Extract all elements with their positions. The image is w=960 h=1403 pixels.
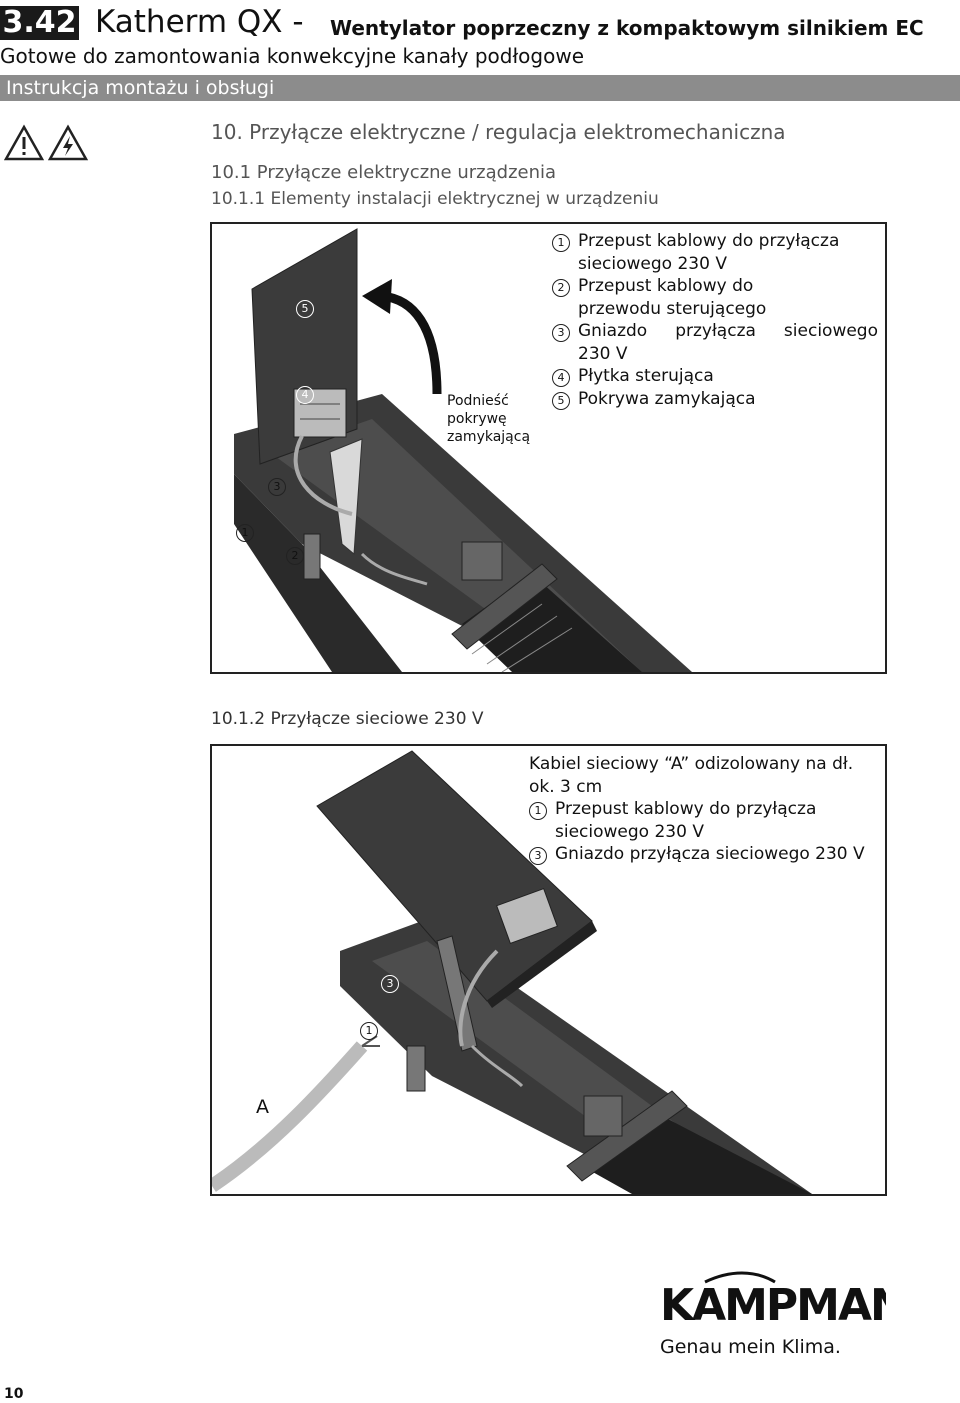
product-description: Wentylator poprzeczny z kompaktowym siln… [330, 16, 924, 40]
logo-slogan: Genau mein Klima. [660, 1336, 841, 1358]
page-number: 10 [4, 1386, 24, 1402]
warning-icons [4, 124, 89, 161]
convector-illustration-1 [234, 228, 692, 672]
product-name-text: Katherm QX - [95, 4, 304, 40]
fig1-label-4: 4 [296, 386, 314, 404]
lift-cover-callout: Podnieść pokrywę zamykającą [447, 392, 530, 446]
legend-text-cont: sieciowego 230 V [578, 253, 727, 274]
legend-text-cont: przewodu sterującego [578, 298, 767, 319]
callout-line-3: zamykającą [447, 429, 531, 445]
product-name: Katherm QX - [95, 4, 304, 40]
fig2-label-1: 1 [360, 1022, 378, 1040]
fig2-note: Kabiel sieciowy “A” odizolowany na dł. [529, 754, 854, 774]
kampmann-logo-mark: KAMPMANN [660, 1271, 942, 1331]
subsection-heading: 10.1 Przyłącze elektryczne urządzenia [211, 162, 557, 183]
kampmann-logo: KAMPMANN Genau mein Klima. [660, 1268, 942, 1358]
legend-item: 4 Płytka sterująca [552, 365, 878, 388]
fig2-label-3: 3 [381, 975, 399, 993]
legend-number: 1 [529, 802, 547, 820]
fig1-label-1: 1 [236, 524, 254, 542]
legend-number: 1 [552, 234, 570, 252]
fig1-label-3: 3 [268, 478, 286, 496]
legend-text: Przepust kablowy do przyłącza [578, 231, 840, 251]
document-type-band: Instrukcja montażu i obsługi [0, 75, 960, 101]
legend-item: 5 Pokrywa zamykająca [552, 388, 878, 411]
legend-text: Pokrywa zamykająca [578, 388, 756, 409]
legend-text: Płytka sterująca [578, 366, 714, 386]
legend-text-cont: 230 V [578, 343, 628, 364]
callout-line-2: pokrywę [447, 411, 507, 427]
legend-number: 3 [552, 324, 570, 342]
legend-number: 5 [552, 391, 570, 410]
legend-text: Gniazdo przyłącza sieciowego [578, 321, 878, 341]
legend-text: Gniazdo przyłącza sieciowego 230 V [555, 844, 865, 864]
warning-icon [4, 124, 45, 161]
legend-number: 4 [552, 369, 570, 387]
callout-line-1: Podnieść [447, 393, 509, 409]
fig2-note-cont: ok. 3 cm [529, 776, 603, 797]
subsubsection-heading-2: 10.1.2 Przyłącze sieciowe 230 V [211, 709, 484, 729]
subsubsection-heading: 10.1.1 Elementy instalacji elektrycznej … [211, 189, 659, 209]
legend-number: 2 [552, 279, 570, 297]
fig2-label-a: A [256, 1096, 269, 1118]
fig1-label-5: 5 [296, 300, 314, 318]
legend-text: Przepust kablowy do przyłącza [555, 799, 817, 819]
fig1-label-2: 2 [286, 547, 304, 565]
legend-text-cont: sieciowego 230 V [555, 821, 704, 842]
convector-illustration-2 [212, 750, 812, 1194]
figure-mains-connection [210, 744, 887, 1196]
section-heading: 10. Przyłącze elektryczne / regulacja el… [211, 120, 786, 144]
document-subtitle: Gotowe do zamontowania konwekcyjne kanał… [0, 44, 584, 68]
legend-number: 3 [529, 847, 547, 865]
figure-electrical-elements [210, 222, 887, 674]
logo-wordmark: KAMPMANN [660, 1280, 886, 1330]
fig2-legend: Kabiel sieciowy “A” odizolowany na dł. o… [529, 753, 881, 866]
electric-hazard-icon [47, 124, 89, 161]
legend-text: Przepust kablowy do [578, 276, 754, 296]
document-type-label: Instrukcja montażu i obsługi [6, 77, 275, 99]
section-number: 3.42 [0, 6, 79, 40]
legend-item: 3 Gniazdo przyłącza sieciowego 230 V [529, 843, 881, 866]
